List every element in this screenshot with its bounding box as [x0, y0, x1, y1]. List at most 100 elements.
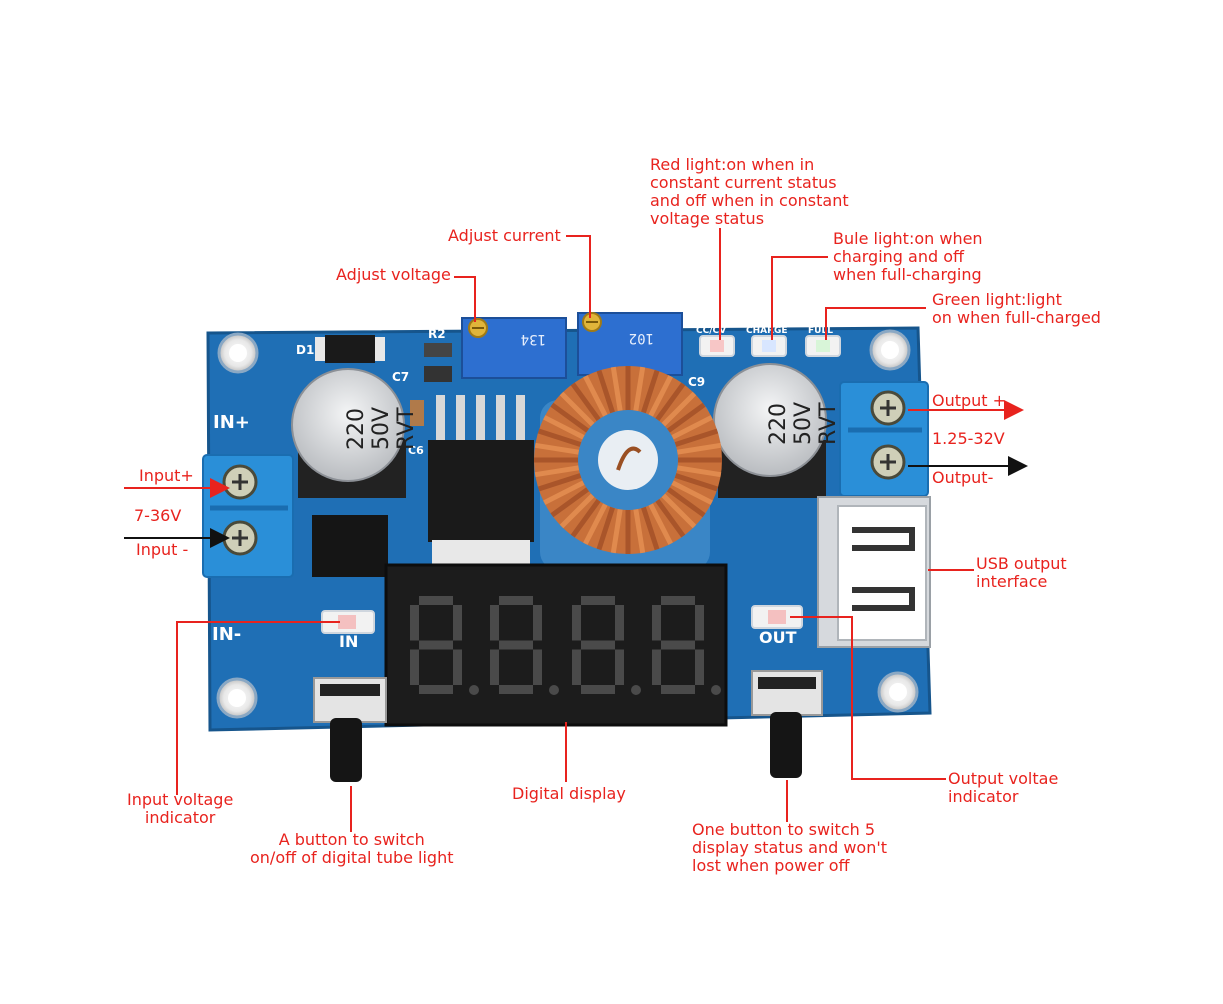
coil-winding: [534, 442, 580, 455]
leader-adjust-voltage: [454, 276, 476, 322]
label-input-plus: Input+: [139, 466, 194, 485]
digital-display: [384, 563, 728, 727]
display-segment: [453, 605, 462, 641]
display-segment: [572, 605, 581, 641]
coil-winding: [641, 369, 660, 414]
display-segment: [533, 605, 542, 641]
label-green-light: Green light:light on when full-charged: [932, 290, 1101, 327]
button-switch-display: [751, 670, 823, 778]
coil-winding: [550, 487, 590, 518]
mounting-holes: [216, 329, 919, 719]
cap-right-text: 220: [766, 403, 791, 445]
potentiometer-current: 102: [577, 312, 683, 376]
display-segment: [410, 649, 419, 685]
coil-winding: [661, 493, 697, 529]
coil-winding: [537, 473, 582, 492]
coil-winding: [655, 382, 686, 422]
coil-winding: [543, 415, 585, 440]
display-segment: [490, 605, 499, 641]
pot-left-line1: 134: [521, 331, 546, 347]
status-leds: [699, 335, 841, 357]
capacitor-c7: [424, 366, 452, 382]
label-button-switch-display: One button to switch 5 display status an…: [692, 820, 888, 875]
display-segment: [499, 685, 533, 694]
coil-winding: [655, 498, 686, 538]
label-input-minus: Input -: [136, 540, 189, 559]
display-decimal-point: [711, 685, 721, 695]
cap-right-text-3: RVT: [816, 402, 841, 445]
button-tube-light: [313, 677, 387, 782]
display-segment: [490, 649, 499, 685]
display-segment: [581, 596, 615, 605]
usb-port: [817, 496, 931, 648]
coil-winding: [633, 508, 646, 554]
coil-winding: [648, 503, 673, 545]
display-segment: [453, 649, 462, 685]
cap-left-text-2: 50V: [369, 407, 394, 450]
display-segment: [499, 640, 533, 650]
display-segment: [615, 649, 624, 685]
pot-right-line1: 102: [629, 330, 654, 346]
toroid-inductor: [534, 366, 722, 554]
coil-winding: [583, 375, 608, 417]
display-segment: [581, 640, 615, 650]
display-segment: [695, 605, 704, 641]
coil-winding: [583, 503, 608, 545]
coil-winding: [674, 428, 719, 447]
coil-winding: [570, 382, 601, 422]
cap-left-text-3: RVT: [394, 407, 419, 450]
label-blue-light: Bule light:on when charging and off when…: [833, 229, 983, 284]
output-terminal-block: [839, 381, 929, 497]
silk-led-cc: CC/CV: [696, 326, 726, 336]
capacitor-left: 220 50V RVT: [291, 368, 419, 498]
coil-winding: [550, 402, 590, 433]
leader-adjust-current: [566, 235, 591, 318]
potentiometer-voltage: 134: [461, 317, 567, 379]
leader-green-light: [825, 307, 926, 340]
label-output-voltage-indicator: Output voltae indicator: [948, 769, 1059, 806]
silk-c6: C6: [408, 444, 424, 457]
input-terminal-block: [202, 454, 294, 578]
display-segment: [652, 605, 661, 641]
coil-winding: [559, 391, 595, 427]
coil-winding: [676, 442, 722, 455]
label-adjust-current: Adjust current: [448, 226, 561, 245]
display-segment: [419, 640, 453, 650]
coil-winding: [596, 506, 615, 551]
label-output-plus: Output +: [932, 391, 1007, 410]
leader-output-indicator: [790, 616, 946, 780]
display-segment: [652, 649, 661, 685]
capacitor-right: 220 50V RVT: [713, 363, 841, 498]
coil-winding: [641, 506, 660, 551]
display-segment: [695, 649, 704, 685]
capacitor-c6: [410, 400, 424, 426]
coil-winding: [676, 465, 722, 478]
display-segment: [533, 649, 542, 685]
label-red-light: Red light:on when in constant current st…: [650, 155, 849, 228]
coil-winding: [543, 480, 585, 505]
label-button-tube-light: A button to switch on/off of digital tub…: [250, 830, 454, 867]
coil-winding: [633, 366, 646, 412]
leader-blue-light: [771, 256, 828, 340]
coil-winding: [648, 375, 673, 417]
silk-c7: C7: [392, 370, 409, 384]
display-segment: [499, 596, 533, 605]
display-segment: [661, 596, 695, 605]
silk-in-minus: IN-: [212, 624, 241, 645]
display-decimal-point: [549, 685, 559, 695]
display-decimal-point: [469, 685, 479, 695]
label-usb-output: USB output interface: [976, 554, 1067, 591]
display-segment: [572, 649, 581, 685]
regulator-ic: [428, 395, 534, 568]
silk-c9: C9: [688, 375, 705, 389]
label-output-minus: Output-: [932, 468, 994, 487]
coil-winding: [610, 508, 623, 554]
silk-in-plus: IN+: [213, 412, 250, 433]
display-segment: [615, 605, 624, 641]
coil-winding: [610, 366, 623, 412]
leader-input-indicator: [176, 621, 340, 795]
display-segment: [419, 596, 453, 605]
coil-winding: [666, 402, 706, 433]
